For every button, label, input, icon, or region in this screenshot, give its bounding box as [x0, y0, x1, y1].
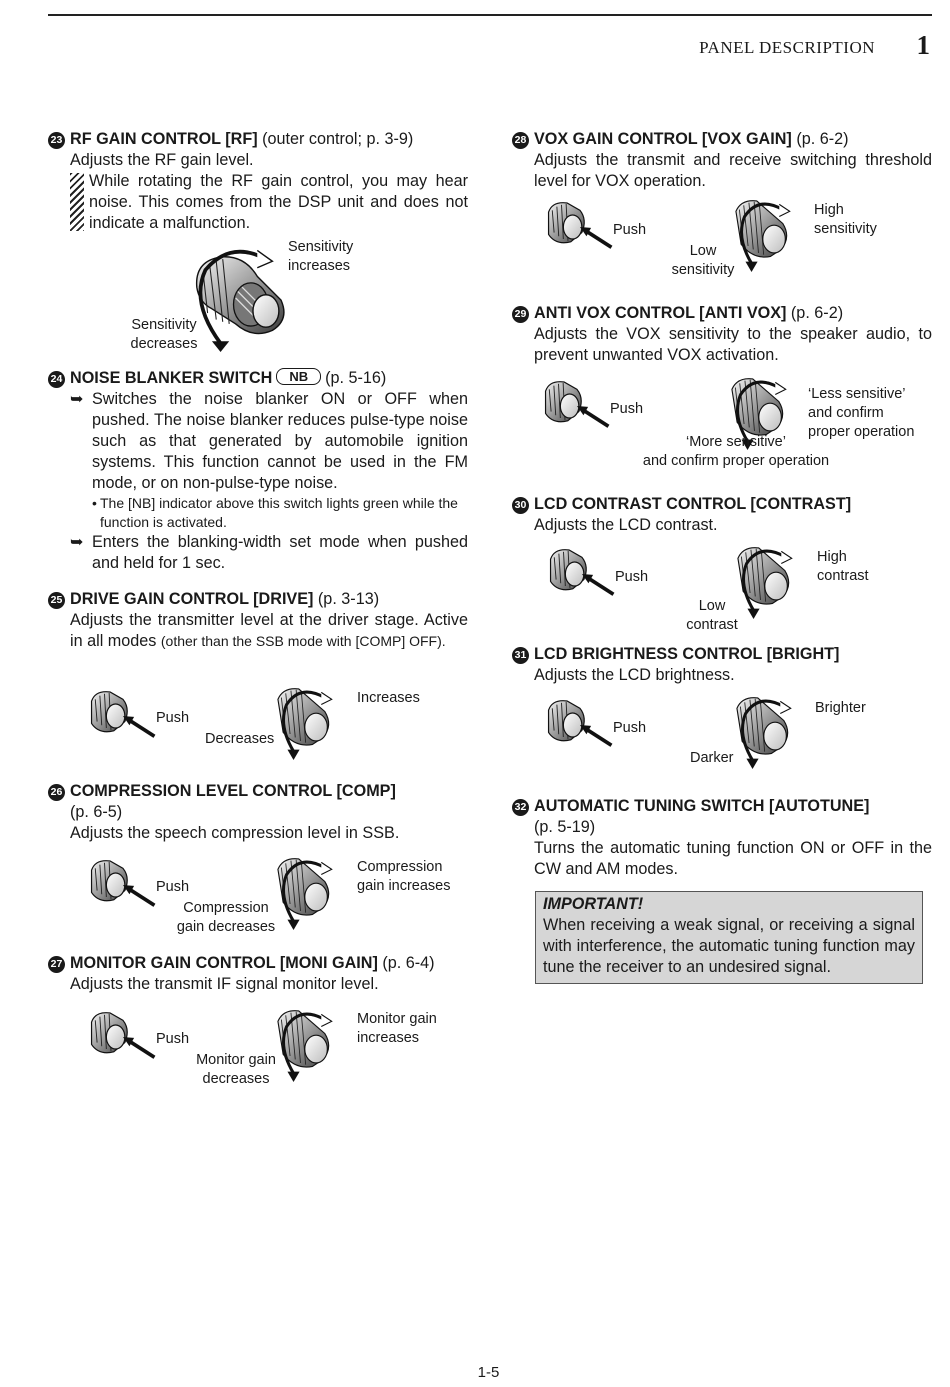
lcd-contrast-section: 30 LCD CONTRAST CONTROL [CONTRAST] Adjust…: [512, 494, 932, 536]
drive-rot-knob-icon: [276, 687, 334, 760]
comp-title: COMPRESSION LEVEL CONTROL [COMP]: [70, 782, 396, 800]
bright-push-knob-icon: [546, 698, 614, 748]
contrast-inc-label: High contrast: [817, 549, 869, 584]
rf-gain-ref: (outer control; p. 3-9): [257, 130, 414, 148]
drive-desc: Adjusts the transmitter level at the dri…: [70, 611, 468, 650]
nb-title: NOISE BLANKER SWITCH: [70, 369, 273, 387]
comp-push-label: Push: [156, 879, 190, 895]
antivox-ref: (p. 6-2): [786, 304, 844, 322]
vox-push-label: Push: [613, 222, 647, 238]
rf-label-increase: Sensitivity increases: [288, 239, 354, 274]
contrast-push-label: Push: [615, 569, 649, 585]
autotune-desc: Turns the automatic tuning function ON o…: [534, 839, 932, 878]
compression-section: 26 COMPRESSION LEVEL CONTROL [COMP] (p. 6…: [48, 781, 468, 844]
item-number: 28: [512, 132, 529, 149]
note-hatch-icon: [70, 173, 84, 231]
arrow-icon: ➥: [70, 533, 84, 551]
moni-inc-label: Monitor gain increases: [357, 1011, 437, 1046]
moni-ref: (p. 6-4): [377, 954, 435, 972]
section-title: PANEL DESCRIPTION: [699, 38, 875, 57]
item-number: 32: [512, 799, 529, 816]
bright-rot-knob-icon: [735, 696, 793, 769]
rf-gain-desc: Adjusts the RF gain level.: [70, 151, 254, 169]
important-heading: IMPORTANT!: [543, 895, 644, 913]
bright-push-label: Push: [613, 720, 647, 736]
rf-label-decrease: Sensitivity decreases: [130, 317, 198, 352]
antivox-push-knob-icon: [543, 379, 611, 429]
antivox-desc: Adjusts the VOX sensitivity to the speak…: [534, 325, 932, 364]
nb-bullet: •The [NB] indicator above this switch li…: [92, 495, 458, 530]
antivox-dec-label: ‘More sensitive’ and confirm proper oper…: [642, 434, 830, 469]
item-number: 30: [512, 497, 529, 514]
vox-gain-section: 28 VOX GAIN CONTROL [VOX GAIN] (p. 6-2) A…: [512, 129, 932, 192]
antivox-inc-label: ‘Less sensitive’ and confirm proper oper…: [808, 386, 915, 440]
moni-desc: Adjusts the transmit IF signal monitor l…: [70, 975, 379, 993]
rf-gain-section: 23 RF GAIN CONTROL [RF] (outer control; p…: [48, 129, 468, 234]
item-number: 26: [48, 784, 65, 801]
anti-vox-section: 29 ANTI VOX CONTROL [ANTI VOX] (p. 6-2) A…: [512, 303, 932, 366]
rf-gain-note: While rotating the RF gain control, you …: [48, 171, 468, 234]
drive-title: DRIVE GAIN CONTROL [DRIVE]: [70, 590, 314, 608]
important-box: IMPORTANT! When receiving a weak signal,…: [535, 891, 923, 984]
header-rule: [48, 14, 932, 16]
vox-desc: Adjusts the transmit and receive switchi…: [534, 151, 932, 190]
drive-ref: (p. 3-13): [313, 590, 380, 608]
item-number: 24: [48, 371, 65, 388]
autotune-section: 32 AUTOMATIC TUNING SWITCH [AUTOTUNE] (p.…: [512, 796, 932, 880]
bright-title: LCD BRIGHTNESS CONTROL [BRIGHT]: [534, 645, 840, 663]
drive-push-label: Push: [156, 710, 190, 726]
comp-ref: (p. 6-5): [70, 803, 123, 821]
antivox-push-label: Push: [610, 401, 644, 417]
drive-push-knob-icon: [89, 689, 157, 739]
vox-inc-label: High sensitivity: [814, 202, 877, 237]
bright-inc-label: Brighter: [815, 700, 866, 716]
bright-desc: Adjusts the LCD brightness.: [534, 666, 735, 684]
lcd-brightness-section: 31 LCD BRIGHTNESS CONTROL [BRIGHT] Adjust…: [512, 644, 932, 686]
drive-dec-label: Decreases: [205, 731, 275, 747]
item-number: 29: [512, 306, 529, 323]
comp-push-knob-icon: [89, 858, 157, 908]
item-number: 27: [48, 956, 65, 973]
vox-push-knob-icon: [546, 200, 614, 250]
contrast-push-knob-icon: [548, 547, 616, 597]
chapter-number: 1: [916, 30, 931, 60]
moni-push-label: Push: [156, 1031, 190, 1047]
vox-dec-label: Low sensitivity: [671, 243, 735, 278]
item-number: 23: [48, 132, 65, 149]
autotune-title: AUTOMATIC TUNING SWITCH [AUTOTUNE]: [534, 797, 870, 815]
nb-ref: (p. 5-16): [325, 369, 387, 387]
contrast-dec-label: Low contrast: [686, 598, 738, 633]
comp-dec-label: Compression gain decreases: [176, 900, 276, 935]
contrast-desc: Adjusts the LCD contrast.: [534, 516, 718, 534]
item-number: 25: [48, 592, 65, 609]
arrow-icon: ➥: [70, 390, 84, 408]
nb-item-1: ➥Switches the noise blanker ON or OFF wh…: [70, 390, 468, 492]
monitor-gain-section: 27 MONITOR GAIN CONTROL [MONI GAIN] (p. 6…: [48, 953, 468, 995]
vox-ref: (p. 6-2): [791, 130, 849, 148]
autotune-ref: (p. 5-19): [534, 818, 596, 836]
comp-inc-label: Compression gain increases: [357, 859, 451, 894]
contrast-title: LCD CONTRAST CONTROL [CONTRAST]: [534, 495, 852, 513]
comp-desc: Adjusts the speech compression level in …: [70, 824, 400, 842]
antivox-title: ANTI VOX CONTROL [ANTI VOX]: [534, 304, 787, 322]
moni-title: MONITOR GAIN CONTROL [MONI GAIN]: [70, 954, 378, 972]
nb-key-icon: NB: [276, 368, 322, 385]
nb-item-2: ➥Enters the blanking-width set mode when…: [70, 533, 468, 572]
drive-inc-label: Increases: [357, 690, 420, 706]
vox-title: VOX GAIN CONTROL [VOX GAIN]: [534, 130, 792, 148]
bright-dec-label: Darker: [690, 750, 734, 766]
page-number: 1-5: [477, 1364, 500, 1381]
drive-gain-section: 25 DRIVE GAIN CONTROL [DRIVE] (p. 3-13) A…: [48, 589, 468, 652]
moni-dec-label: Monitor gain decreases: [196, 1052, 276, 1087]
item-number: 31: [512, 647, 529, 664]
important-body: When receiving a weak signal, or receivi…: [543, 916, 915, 976]
moni-push-knob-icon: [89, 1010, 157, 1060]
rf-gain-title: RF GAIN CONTROL [RF]: [70, 130, 258, 148]
